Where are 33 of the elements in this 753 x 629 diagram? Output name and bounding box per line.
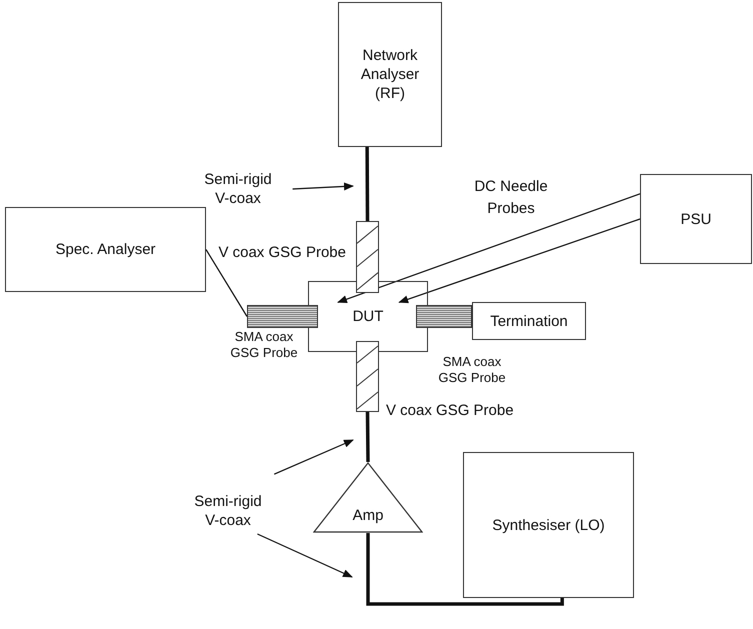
coax-probe bbox=[416, 305, 472, 328]
node-text: Synthesiser (LO) bbox=[492, 516, 605, 534]
node-text: Network Analyser (RF) bbox=[360, 46, 420, 103]
node-text: DUT bbox=[352, 307, 384, 326]
instrument-box bbox=[463, 452, 634, 598]
leader-arrow bbox=[274, 439, 354, 475]
needle-probe-arrow bbox=[398, 218, 640, 304]
node-text: PSU bbox=[680, 210, 712, 228]
instrument-box bbox=[472, 302, 586, 340]
coax-probe bbox=[247, 305, 318, 328]
leader-arrow bbox=[257, 533, 353, 578]
instrument-box bbox=[338, 2, 442, 147]
node-text: Spec. Analyser bbox=[55, 240, 156, 259]
coax-probe bbox=[356, 341, 379, 412]
instrument-box bbox=[640, 174, 752, 264]
node-text: Amp bbox=[352, 506, 384, 525]
needle-probe-arrow bbox=[337, 193, 640, 304]
probe-label: V coax GSG Probe bbox=[217, 243, 346, 262]
node-text: Semi-rigid V-coax bbox=[193, 492, 263, 530]
probe-label: V coax GSG Probe bbox=[386, 401, 515, 420]
leader-arrow bbox=[292, 182, 354, 190]
coax-cable bbox=[366, 533, 564, 606]
coax-cable bbox=[365, 146, 370, 222]
probe-label: SMA coax GSG Probe bbox=[229, 329, 299, 361]
cable bbox=[205, 249, 248, 317]
coax-probe bbox=[356, 221, 379, 293]
amplifier-triangle bbox=[313, 462, 423, 533]
instrument-box bbox=[5, 207, 206, 292]
needle-probes-label: DC Needle Probes bbox=[473, 177, 549, 219]
probe-label: SMA coax GSG Probe bbox=[437, 354, 507, 386]
node-text: Semi-rigid V-coax bbox=[203, 170, 273, 208]
node-text: Termination bbox=[490, 312, 568, 330]
coax-cable bbox=[366, 412, 370, 462]
